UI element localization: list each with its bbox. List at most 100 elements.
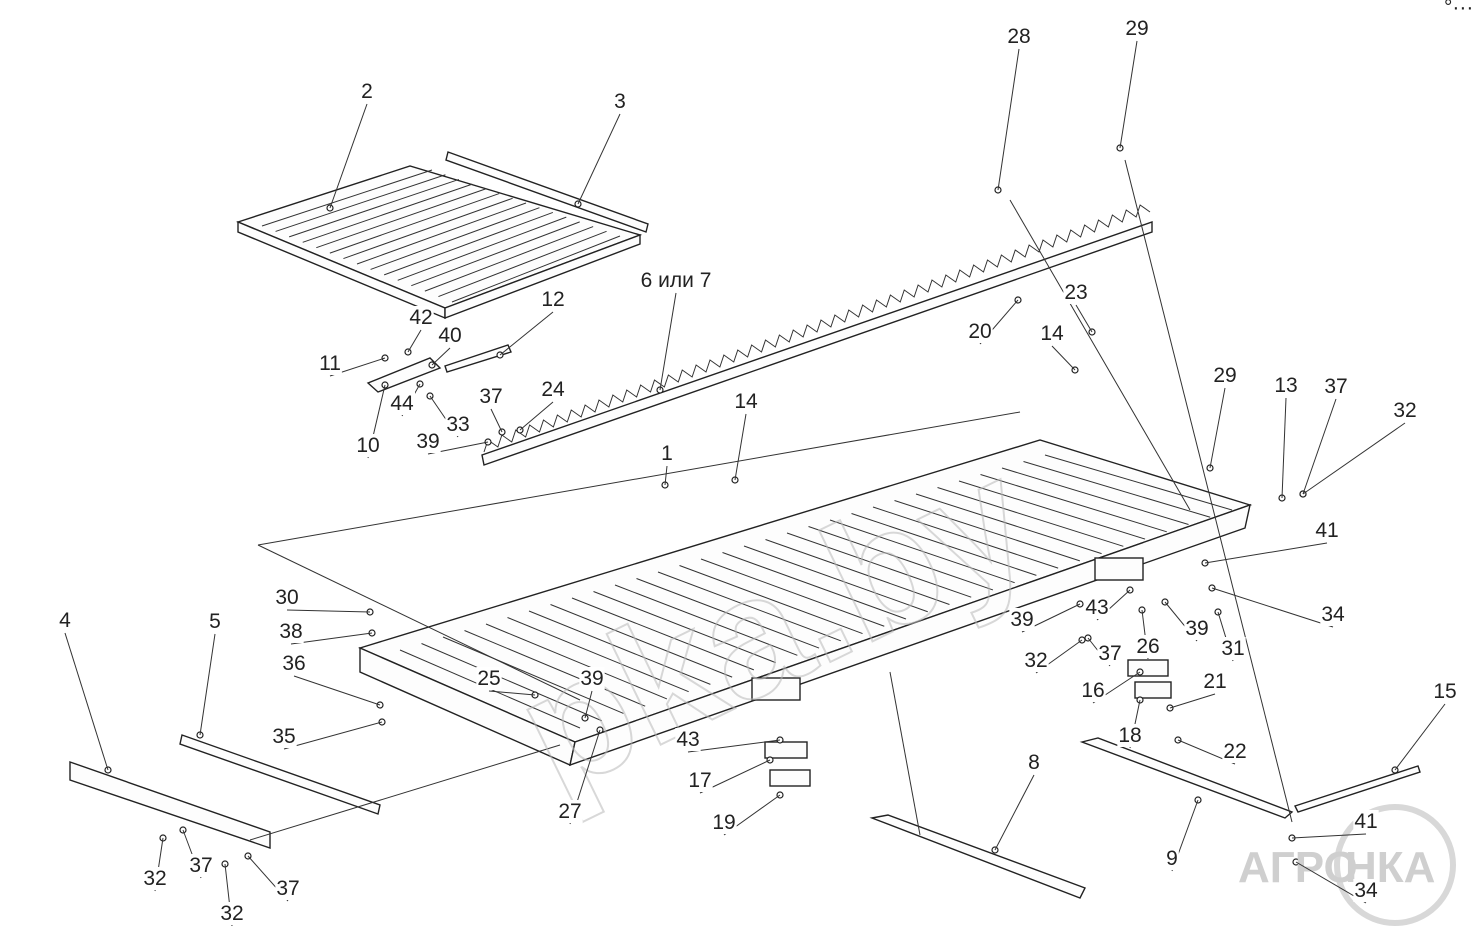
leader-line: [519, 401, 554, 431]
main-slat: [786, 532, 972, 598]
callout-label: 9: [1166, 847, 1178, 870]
corner-mark: °···: [1444, 0, 1472, 19]
callout-2: 2: [329, 80, 374, 209]
callout-38: 38: [278, 620, 373, 645]
main-slat: [442, 636, 624, 714]
serrated-comb: [481, 204, 1153, 466]
clamp-19: [769, 769, 811, 787]
clamp-18: [1134, 681, 1172, 699]
strip-5: [179, 734, 381, 815]
callout-41a: 41: [1204, 519, 1340, 564]
leader-line: [687, 739, 781, 753]
callout-label: 39: [416, 430, 439, 453]
callout-label: 39: [580, 667, 603, 690]
callout-17: 17: [687, 759, 771, 794]
callout-label: 21: [1203, 670, 1226, 693]
callout-43b: 43: [675, 728, 781, 753]
strip-15: [1294, 765, 1421, 813]
callout-26: 26: [1135, 609, 1161, 660]
callout-39a: 39: [415, 430, 489, 455]
callout-label: 3: [614, 90, 626, 113]
main-slat: [980, 474, 1167, 533]
main-slat: [485, 623, 668, 700]
callout-29b: 29: [1209, 364, 1238, 469]
clamp-16: [1127, 659, 1169, 677]
callout-15: 15: [1394, 680, 1458, 771]
upper-slat: [411, 221, 580, 287]
callout-label: 37: [189, 854, 212, 877]
leader-line: [290, 632, 373, 645]
callout-label: 16: [1081, 679, 1104, 702]
callout-13: 13: [1273, 374, 1299, 499]
callout-label: 30: [275, 586, 298, 609]
main-slat: [722, 552, 907, 620]
callout-14a: 14: [1039, 322, 1076, 371]
callout-32c: 32: [142, 837, 168, 892]
leader-line: [577, 113, 621, 205]
callout-label: 34: [1321, 603, 1345, 626]
callout-16: 16: [1080, 671, 1141, 704]
leader-line: [1169, 693, 1216, 709]
callout-27: 27: [557, 729, 601, 825]
callout-5: 5: [199, 610, 222, 736]
strip-8: [869, 814, 1086, 899]
callout-40: 40: [431, 324, 463, 366]
callout-label: 5: [209, 610, 221, 633]
callout-label: 32: [1024, 649, 1047, 672]
callout-label: 32: [220, 902, 243, 925]
callout-label: 32: [1393, 399, 1416, 422]
callout-34a: 34: [1211, 587, 1346, 628]
callout-label: 26: [1136, 635, 1159, 658]
leader-line: [329, 103, 368, 209]
upper-slat: [438, 230, 607, 298]
callout-label: 1: [661, 442, 673, 465]
upper-slat: [343, 197, 513, 260]
callout-39b: 39: [1164, 601, 1210, 642]
callout-label: 15: [1433, 680, 1456, 703]
leader-line: [490, 408, 503, 433]
clamp-17: [764, 741, 808, 759]
callout-label: 11: [319, 352, 341, 375]
callout-9: 9: [1165, 799, 1199, 872]
upper-sieve-frame: [235, 165, 643, 320]
callout-34b: 34: [1295, 861, 1379, 904]
callout-31: 31: [1217, 611, 1246, 662]
leader-line: [1051, 345, 1076, 371]
strip-4: [69, 761, 271, 849]
callout-18: 18: [1117, 699, 1143, 749]
callout-label: 36: [282, 652, 305, 675]
callout-label: 37: [1324, 375, 1347, 398]
main-slat: [1044, 454, 1233, 511]
callout-label: 28: [1007, 25, 1030, 48]
callout-label: 20: [968, 320, 991, 343]
main-slat: [657, 571, 841, 642]
main-slat: [636, 578, 820, 649]
callout-36: 36: [281, 652, 381, 706]
callout-label: 12: [541, 288, 564, 311]
callout-33: 33: [429, 395, 471, 438]
upper-slat: [261, 169, 433, 227]
leader-line: [1291, 833, 1367, 839]
callout-label: 35: [272, 725, 295, 748]
callout-label: 41: [1354, 810, 1377, 833]
callout-39c: 39: [1009, 603, 1081, 633]
callout-37c: 37: [1087, 637, 1123, 667]
upper-slat: [424, 226, 594, 292]
callout-29a: 29: [1119, 17, 1150, 149]
callout-label: 29: [1213, 364, 1236, 387]
callout-label: 6 или 7: [641, 269, 712, 292]
callout-label: 24: [541, 378, 565, 401]
callout-label: 13: [1274, 374, 1297, 397]
main-slat: [915, 493, 1102, 555]
strip-9: [1079, 737, 1294, 819]
leader-line: [431, 347, 451, 366]
callout-41b: 41: [1291, 810, 1379, 839]
callout-label: 29: [1125, 17, 1148, 40]
main-slat: [507, 617, 689, 693]
leader-line: [488, 690, 536, 696]
upper-slat: [329, 193, 500, 254]
leader-line: [1211, 587, 1334, 628]
main-slat: [571, 597, 755, 671]
